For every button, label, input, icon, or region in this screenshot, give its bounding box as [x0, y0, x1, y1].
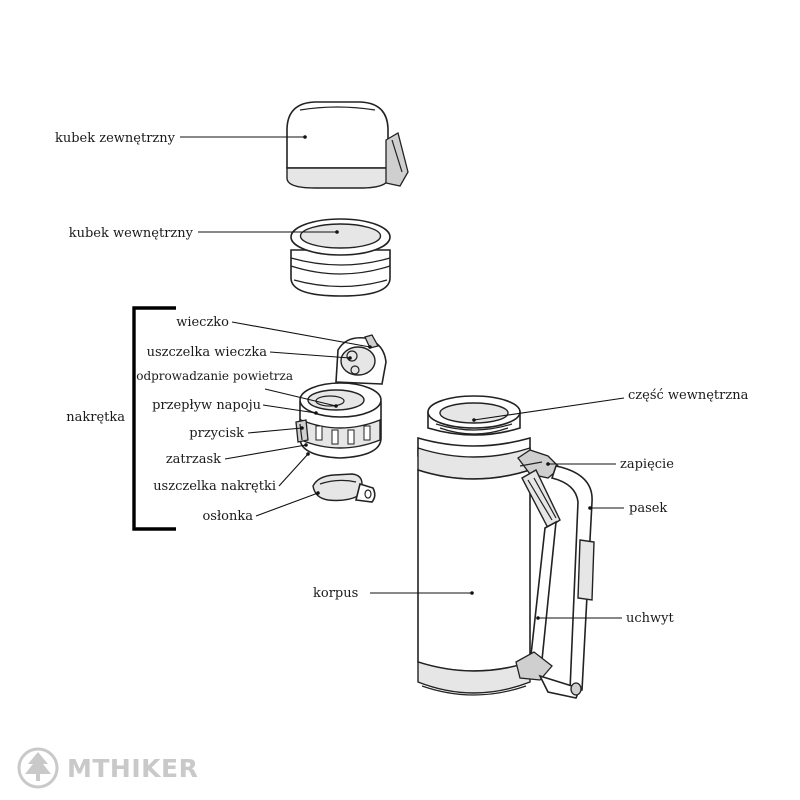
cover-illustration	[312, 473, 376, 503]
label-lid-seal: uszczelka wieczka	[147, 345, 268, 360]
label-body: korpus	[313, 586, 358, 601]
label-latch: zatrzask	[166, 452, 221, 467]
label-handle: uchwyt	[626, 611, 674, 626]
label-cap-seal: uszczelka nakrętki	[153, 479, 276, 494]
label-lid: wieczko	[176, 315, 229, 330]
strap-illustration	[515, 449, 595, 699]
cap-group-bracket	[132, 306, 176, 531]
label-cover: osłonka	[202, 509, 253, 524]
label-cap-group: nakrętka	[66, 410, 125, 425]
label-outer-cup: kubek zewnętrzny	[55, 131, 176, 146]
logo-text: MTHIKER	[67, 754, 198, 783]
label-clasp: zapięcie	[620, 457, 674, 472]
tree-icon	[17, 747, 59, 789]
leader-lines	[180, 136, 625, 619]
label-inner-cup: kubek wewnętrzny	[69, 226, 194, 241]
cap-illustration	[295, 334, 387, 459]
label-inner-part: część wewnętrzna	[628, 388, 749, 403]
label-button: przycisk	[189, 426, 244, 441]
mthiker-logo: MTHIKER	[17, 747, 198, 789]
body-illustration	[417, 395, 531, 696]
label-drink-flow: przepływ napoju	[152, 398, 261, 413]
outer-cup-illustration	[286, 101, 409, 189]
inner-cup-illustration	[290, 218, 391, 297]
label-strap: pasek	[629, 501, 667, 516]
label-air-vent: odprowadzanie powietrza	[136, 369, 293, 383]
leader-dots	[300, 135, 592, 620]
